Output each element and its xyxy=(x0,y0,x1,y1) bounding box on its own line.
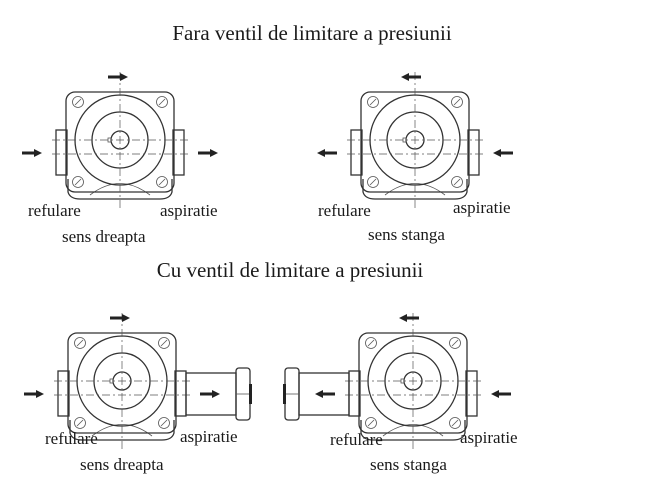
pump-port-left xyxy=(57,370,70,417)
bolt-slash xyxy=(453,98,461,106)
pump-without-valve-right: refulare aspiratie sens dreapta xyxy=(22,72,218,246)
bolt-hole-icon xyxy=(158,417,170,429)
bolt-slash xyxy=(158,98,166,106)
pump-port-right xyxy=(467,129,480,176)
section-title-with-valve: Cu ventil de limitare a presiunii xyxy=(157,258,424,282)
bolt-hole-icon xyxy=(451,96,463,108)
bolt-hole-icon xyxy=(451,176,463,188)
flow-arrow-head-icon xyxy=(210,149,218,157)
flow-arrow-head-icon xyxy=(401,73,409,81)
pump-base-curve xyxy=(384,183,446,196)
flow-arrow-head-icon xyxy=(399,314,407,322)
bolt-slash xyxy=(74,98,82,106)
bolt-hole-icon xyxy=(72,96,84,108)
label-refulare: refulare xyxy=(28,201,81,220)
label-refulare: refulare xyxy=(45,429,98,448)
pump-without-valve-left: refulare aspiratie sens stanga xyxy=(317,72,513,244)
label-direction: sens stanga xyxy=(370,455,447,474)
flow-arrow-head-icon xyxy=(120,73,128,81)
flow-arrow-head-icon xyxy=(317,149,325,157)
label-aspiratie: aspiratie xyxy=(180,427,238,446)
nut-cap xyxy=(249,384,252,404)
label-direction: sens dreapta xyxy=(62,227,146,246)
label-aspiratie: aspiratie xyxy=(460,428,518,447)
pump-base-curve xyxy=(91,424,153,437)
label-refulare: refulare xyxy=(318,201,371,220)
pump-base xyxy=(67,179,173,200)
bolt-hole-icon xyxy=(365,417,377,429)
bolt-hole-icon xyxy=(367,176,379,188)
flow-arrow-head-icon xyxy=(122,314,130,322)
pump-port-left xyxy=(55,129,68,176)
bolt-hole-icon xyxy=(74,417,86,429)
label-aspiratie: aspiratie xyxy=(453,198,511,217)
pump-base-curve xyxy=(382,424,444,437)
flow-arrow-head-icon xyxy=(315,390,323,398)
pump-base xyxy=(360,420,466,441)
pump-port-right xyxy=(465,370,478,417)
bolt-hole-icon xyxy=(365,337,377,349)
flow-arrow-head-icon xyxy=(36,390,44,398)
bolt-hole-icon xyxy=(367,96,379,108)
bolt-slash xyxy=(76,419,84,427)
bolt-hole-icon xyxy=(158,337,170,349)
pump-with-valve-right: refulare aspiratie sens dreapta xyxy=(24,313,252,474)
bolt-slash xyxy=(369,178,377,186)
bolt-slash xyxy=(369,98,377,106)
label-aspiratie: aspiratie xyxy=(160,201,218,220)
bolt-slash xyxy=(160,339,168,347)
bolt-slash xyxy=(76,339,84,347)
bolt-slash xyxy=(160,419,168,427)
bolt-slash xyxy=(451,339,459,347)
pump-base-curve xyxy=(89,183,151,196)
bolt-slash xyxy=(367,419,375,427)
bolt-slash xyxy=(74,178,82,186)
nut-cap xyxy=(283,384,286,404)
bolt-hole-icon xyxy=(74,337,86,349)
flow-arrow-head-icon xyxy=(491,390,499,398)
pump-base xyxy=(69,420,175,441)
bolt-hole-icon xyxy=(72,176,84,188)
bolt-slash xyxy=(451,419,459,427)
bolt-hole-icon xyxy=(156,176,168,188)
bolt-slash xyxy=(158,178,166,186)
bolt-slash xyxy=(453,178,461,186)
flow-arrow-head-icon xyxy=(212,390,220,398)
pump-port-left xyxy=(350,129,363,176)
pump-port-right xyxy=(172,129,185,176)
pump-base xyxy=(362,179,468,200)
label-direction: sens dreapta xyxy=(80,455,164,474)
label-refulare: refulare xyxy=(330,430,383,449)
section-title-without-valve: Fara ventil de limitare a presiunii xyxy=(172,21,451,45)
bolt-hole-icon xyxy=(449,337,461,349)
flow-arrow-head-icon xyxy=(34,149,42,157)
bolt-hole-icon xyxy=(156,96,168,108)
label-direction: sens stanga xyxy=(368,225,445,244)
pump-with-valve-left: refulare aspiratie sens stanga xyxy=(283,313,518,474)
bolt-slash xyxy=(367,339,375,347)
flow-arrow-head-icon xyxy=(493,149,501,157)
bolt-hole-icon xyxy=(449,417,461,429)
